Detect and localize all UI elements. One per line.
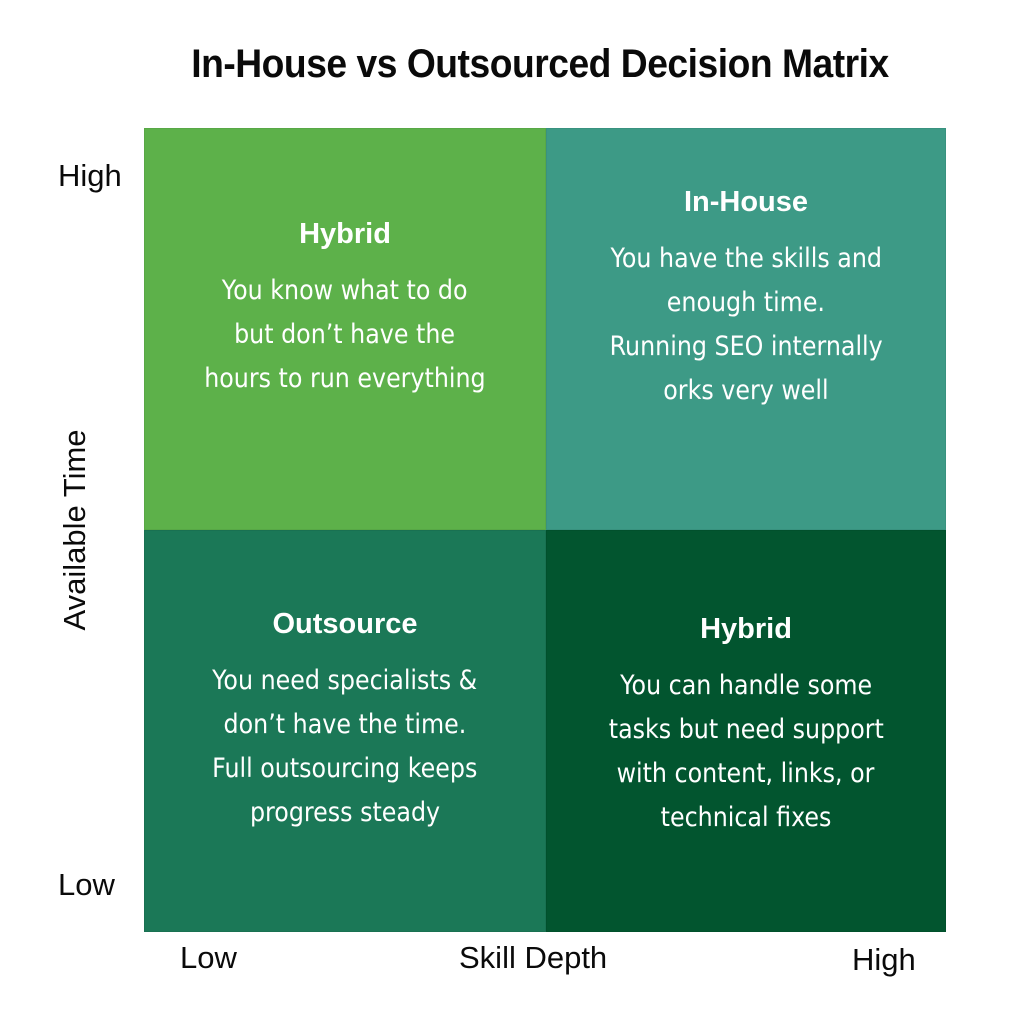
quadrant-top-left-hybrid: Hybrid You know what to do but don’t hav… xyxy=(144,128,546,530)
x-axis-high-label: High xyxy=(852,942,916,977)
decision-matrix: Hybrid You know what to do but don’t hav… xyxy=(144,128,946,932)
quadrant-bottom-right-hybrid: Hybrid You can handle some tasks but nee… xyxy=(546,530,946,932)
y-axis-low-label: Low xyxy=(58,867,115,902)
quadrant-text-line: You can handle some xyxy=(620,669,872,701)
x-axis-title: Skill Depth xyxy=(459,940,608,975)
quadrant-text-line: technical fixes xyxy=(660,801,832,833)
quadrant-text-line: You know what to do xyxy=(222,274,468,306)
quadrant-text-line: orks very well xyxy=(663,374,829,406)
quadrant-title: In-House xyxy=(683,185,809,218)
y-axis-high-label: High xyxy=(58,158,122,193)
quadrant-text-line: You have the skills and xyxy=(610,242,882,274)
matrix-title: In-House vs Outsourced Decision Matrix xyxy=(191,42,889,86)
quadrant-text-line: You need specialists & xyxy=(212,664,478,696)
quadrant-title: Hybrid xyxy=(299,217,391,250)
quadrant-title: Hybrid xyxy=(700,612,792,645)
quadrant-text-line: hours to run everything xyxy=(204,362,486,394)
quadrant-title: Outsource xyxy=(272,607,418,640)
quadrant-top-right-in-house: In-House You have the skills and enough … xyxy=(546,128,946,530)
quadrant-text-line: with content, links, or xyxy=(617,757,875,789)
y-axis-title: Available Time xyxy=(57,429,92,631)
quadrant-text-line: Full outsourcing keeps xyxy=(212,752,478,784)
quadrant-text-line: don’t have the time. xyxy=(223,708,467,740)
quadrant-text-line: but don’t have the xyxy=(234,318,456,350)
quadrant-bottom-left-outsource: Outsource You need specialists & don’t h… xyxy=(144,530,546,932)
x-axis-low-label: Low xyxy=(180,940,237,975)
quadrant-text-line: Running SEO internally xyxy=(609,330,883,362)
quadrant-text-line: enough time. xyxy=(666,286,826,318)
quadrant-text-line: tasks but need support xyxy=(608,713,884,745)
quadrant-text-line: progress steady xyxy=(249,796,441,828)
